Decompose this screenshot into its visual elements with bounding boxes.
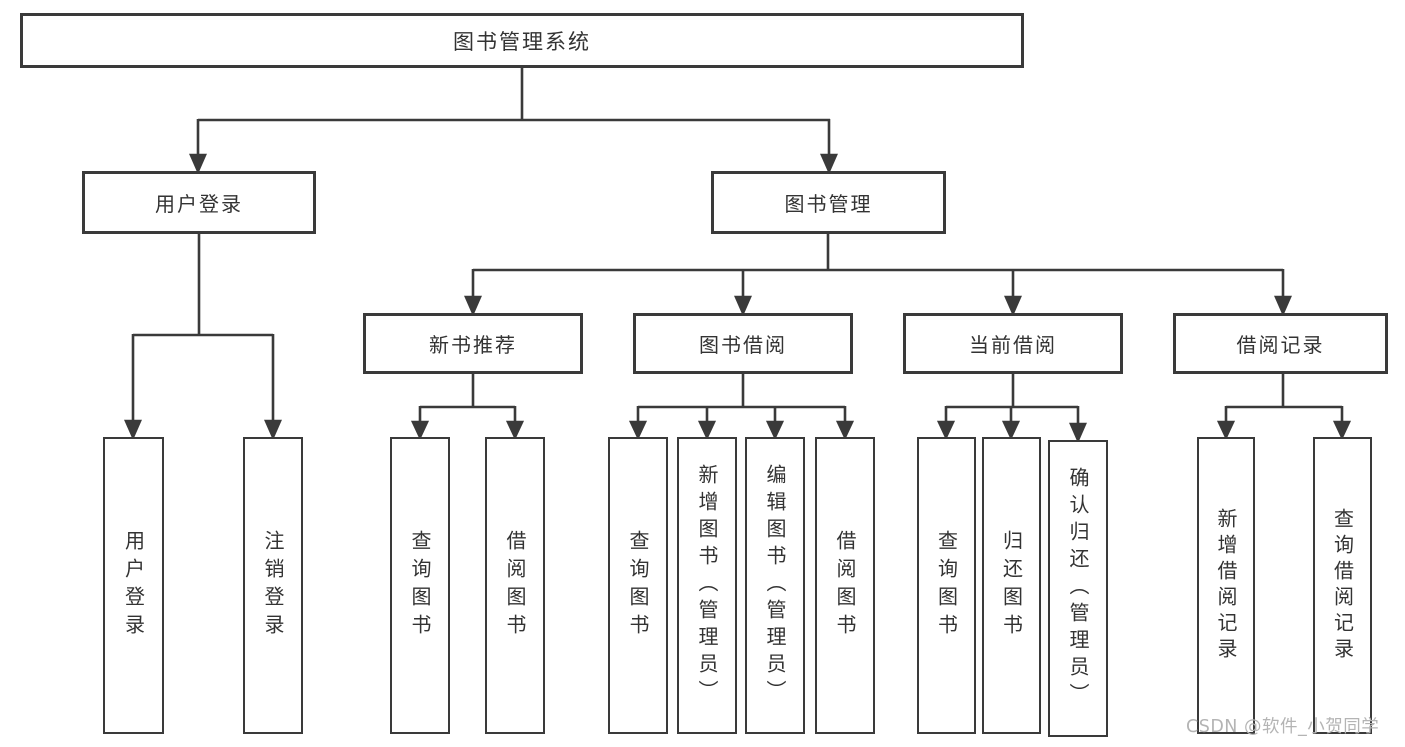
node-user-login-branch: 用户登录 bbox=[82, 171, 316, 234]
leaf-return-books: 归还图书 bbox=[982, 437, 1041, 734]
arrowhead bbox=[1216, 420, 1236, 441]
arrowhead bbox=[124, 419, 142, 441]
arrowhead bbox=[1001, 420, 1021, 441]
leaf-confirm-return-admin: 确认归还（管理员） bbox=[1048, 440, 1108, 737]
arrowhead bbox=[835, 420, 855, 441]
arrowhead bbox=[464, 295, 482, 317]
leaf-query-books-current: 查询图书 bbox=[917, 437, 976, 734]
node-book-borrowing: 图书借阅 bbox=[633, 313, 853, 374]
leaf-edit-books-admin: 编辑图书（管理员） bbox=[745, 437, 805, 734]
node-new-book-recommend: 新书推荐 bbox=[363, 313, 583, 374]
arrowhead bbox=[765, 420, 785, 441]
leaf-query-books-recommend: 查询图书 bbox=[390, 437, 450, 734]
node-root-library-system: 图书管理系统 bbox=[20, 13, 1024, 68]
arrowhead bbox=[697, 420, 717, 441]
arrowhead bbox=[734, 295, 752, 317]
leaf-borrow-books: 借阅图书 bbox=[815, 437, 875, 734]
arrowhead bbox=[505, 420, 525, 441]
arrowhead bbox=[1004, 295, 1022, 317]
leaf-logout: 注销登录 bbox=[243, 437, 303, 734]
arrowhead bbox=[936, 420, 956, 441]
arrowhead bbox=[628, 420, 648, 441]
arrowhead bbox=[410, 420, 430, 441]
leaf-add-borrow-record: 新增借阅记录 bbox=[1197, 437, 1255, 734]
arrowhead bbox=[1274, 295, 1292, 317]
arrowhead bbox=[820, 153, 838, 175]
csdn-watermark: CSDN @软件_小贺同学 bbox=[1186, 717, 1380, 737]
leaf-user-login: 用户登录 bbox=[103, 437, 164, 734]
node-current-borrowing: 当前借阅 bbox=[903, 313, 1123, 374]
node-borrowing-records: 借阅记录 bbox=[1173, 313, 1388, 374]
leaf-query-borrow-record: 查询借阅记录 bbox=[1313, 437, 1372, 734]
arrowhead bbox=[1069, 422, 1087, 444]
arrowhead bbox=[189, 153, 207, 175]
node-book-management-branch: 图书管理 bbox=[711, 171, 946, 234]
leaf-query-books-borrow: 查询图书 bbox=[608, 437, 668, 734]
leaf-borrow-books-recommend: 借阅图书 bbox=[485, 437, 545, 734]
leaf-add-books-admin: 新增图书（管理员） bbox=[677, 437, 737, 734]
arrowhead bbox=[264, 419, 282, 441]
tree-connectors bbox=[124, 68, 1352, 444]
arrowhead bbox=[1332, 420, 1352, 441]
